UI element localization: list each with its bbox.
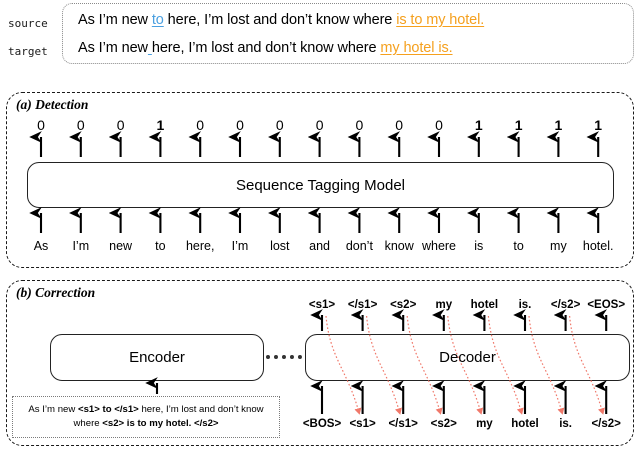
detection-token: to xyxy=(155,239,166,253)
detection-token: here, xyxy=(185,239,215,253)
detection-tag: 0 xyxy=(315,117,324,133)
decoder-input-token: <s2> xyxy=(430,418,457,430)
detection-tag: 0 xyxy=(116,117,125,133)
decoder-output-token: <s2> xyxy=(390,299,417,311)
detection-tag: 0 xyxy=(395,117,404,133)
target-label: target xyxy=(8,45,48,58)
enc-input-span2: <s2> is to my hotel. </s2> xyxy=(102,418,219,429)
decoder-input-token: my xyxy=(476,418,493,430)
detection-tag: 0 xyxy=(76,117,85,133)
detection-token: I’m xyxy=(72,239,90,253)
detection-tag: 1 xyxy=(514,117,523,133)
enc-input-p1: As I’m new xyxy=(28,404,78,416)
decoder-output-token: is. xyxy=(518,299,532,311)
encoder-decoder-connector xyxy=(266,355,302,364)
decoder-input-token: is. xyxy=(559,418,572,430)
detection-tag: 0 xyxy=(355,117,364,133)
detection-token: As xyxy=(33,239,49,253)
decoder-input-token: <BOS> xyxy=(302,418,342,430)
detection-tag: 1 xyxy=(156,117,165,133)
detection-section xyxy=(6,92,634,268)
source-label: source xyxy=(8,17,48,30)
decoder-output-token: </s1> xyxy=(347,299,378,311)
enc-input-p2: here, I’m lost and don’t know where xyxy=(73,404,264,429)
detection-token: I’m xyxy=(231,239,249,253)
decoder-output-token: </s2> xyxy=(550,299,581,311)
encoder-box: Encoder xyxy=(50,334,264,381)
decoder-label: Decoder xyxy=(439,349,496,366)
detection-section-title: (a) Detection xyxy=(16,97,89,112)
decoder-output-token: <s1> xyxy=(308,299,336,311)
detection-token: new xyxy=(109,239,133,253)
detection-tag: 0 xyxy=(236,117,244,133)
source-error-token: to xyxy=(151,12,164,28)
detection-tag: 0 xyxy=(275,117,284,133)
enc-input-span1: <s1> to </s1> xyxy=(77,404,139,416)
detection-token: is xyxy=(474,239,484,253)
detection-tag: 0 xyxy=(37,117,45,133)
source-error-phrase: is to my hotel. xyxy=(396,12,485,28)
sequence-tagging-model-label: Sequence Tagging Model xyxy=(235,176,406,194)
target-sentence: As I’m new here, I’m lost and don’t know… xyxy=(78,40,453,56)
decoder-output-token: my xyxy=(435,299,453,311)
encoder-input-textbox: As I’m new <s1> to </s1> here, I’m lost … xyxy=(12,396,280,438)
detection-token: to xyxy=(513,239,524,253)
source-middle: here, I’m lost and don’t know where xyxy=(163,12,397,28)
detection-tag: 0 xyxy=(196,117,205,133)
correction-section-title: (b) Correction xyxy=(16,285,96,300)
detection-token: hotel. xyxy=(582,239,614,253)
decoder-output-token: hotel xyxy=(470,299,499,311)
detection-token: lost xyxy=(270,239,290,253)
source-sentence: As I’m new to here, I’m lost and don’t k… xyxy=(78,12,484,28)
detection-token: know xyxy=(384,239,414,253)
sequence-tagging-model-box: Sequence Tagging Model xyxy=(27,162,614,208)
decoder-input-token: </s1> xyxy=(388,418,418,430)
target-middle: here, I’m lost and don’t know where xyxy=(151,40,381,56)
detection-tag: 1 xyxy=(474,117,483,133)
decoder-box: Decoder xyxy=(305,334,630,381)
decoder-output-token: <EOS> xyxy=(587,299,626,311)
detection-tag: 0 xyxy=(435,117,443,133)
detection-token: and xyxy=(309,239,331,253)
source-target-panel xyxy=(62,3,634,64)
target-fix-phrase: my hotel is. xyxy=(380,40,453,56)
encoder-label: Encoder xyxy=(129,349,185,366)
decoder-input-token: </s2> xyxy=(591,418,621,430)
encoder-input-text: As I’m new <s1> to </s1> here, I’m lost … xyxy=(18,403,274,431)
decoder-input-token: <s1> xyxy=(349,418,376,430)
correction-section xyxy=(6,280,634,446)
detection-token: my xyxy=(550,239,567,253)
target-prefix: As I’m new xyxy=(78,40,148,56)
detection-tag: 1 xyxy=(594,117,603,133)
detection-token: where xyxy=(421,239,457,253)
decoder-input-token: hotel xyxy=(511,418,539,430)
detection-token: don’t xyxy=(345,239,373,253)
source-prefix: As I’m new xyxy=(78,12,152,28)
detection-tag: 1 xyxy=(554,117,563,133)
